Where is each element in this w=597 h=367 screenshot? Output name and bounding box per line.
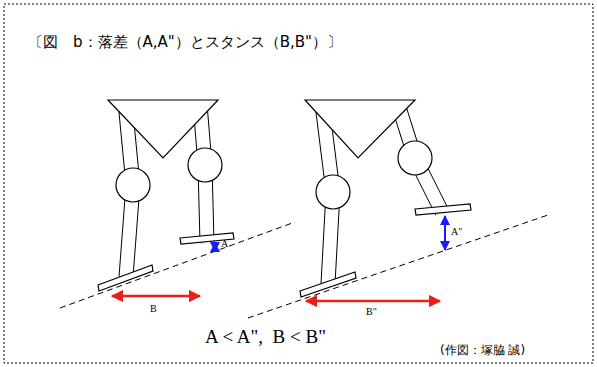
drop-arrow bbox=[444, 216, 446, 250]
slope-line bbox=[248, 215, 548, 318]
drop-arrow bbox=[214, 243, 216, 251]
dashed-frame bbox=[4, 4, 593, 363]
dimension-label: B bbox=[150, 303, 157, 315]
credit-note: (作図：塚脇 誠) bbox=[440, 344, 525, 358]
dimension-label: B" bbox=[366, 306, 377, 318]
figure-title: 〔図 b：落差（A,A"）とスタンス（B,B"）〕 bbox=[28, 34, 342, 51]
robot-legs bbox=[98, 100, 234, 291]
dimension-label: A" bbox=[451, 226, 462, 238]
stance-arrow bbox=[306, 300, 440, 303]
dimension-label: A bbox=[221, 238, 228, 250]
relation-note: A < A", B < B" bbox=[205, 326, 326, 348]
slope-line bbox=[60, 222, 295, 308]
stance-arrow bbox=[112, 295, 200, 298]
robot-legs bbox=[300, 100, 471, 297]
